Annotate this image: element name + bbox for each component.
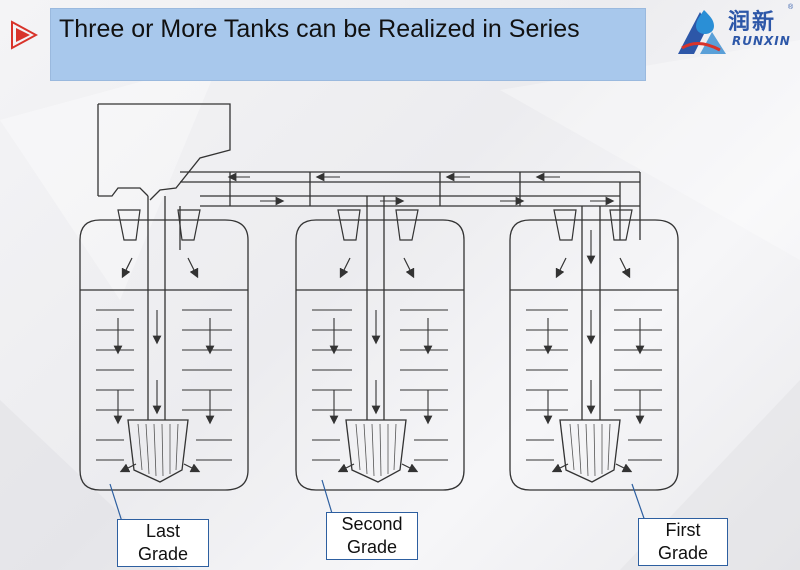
liquid-level-lines (96, 309, 662, 461)
tank-last-grade (79, 196, 249, 491)
feed-inlet-box (97, 103, 231, 201)
logo-registered-mark: ® (788, 4, 794, 11)
tank-second-grade (295, 196, 465, 491)
label-second-grade-line2: Grade (346, 537, 398, 557)
label-last-grade-line1: Last (145, 521, 181, 541)
inlet-nozzles (117, 209, 633, 241)
play-arrow-icon (11, 20, 38, 50)
label-first-grade-line1: First (665, 520, 701, 540)
logo-english-text: RUNXIN (732, 34, 791, 48)
slide-title: Three or More Tanks can be Realized in S… (59, 15, 580, 43)
label-first-grade-line2: Grade (657, 543, 709, 563)
header-flow-arrows (227, 172, 615, 206)
label-last-grade: Last Grade (117, 519, 209, 567)
spray-arrows (119, 257, 633, 473)
downward-flow-arrows (113, 230, 645, 425)
label-last-grade-line2: Grade (137, 544, 189, 564)
header-pipe (180, 171, 641, 207)
title-bar: Three or More Tanks can be Realized in S… (50, 8, 646, 81)
tank-first-grade (509, 182, 679, 491)
logo-chinese-text: 润新 (728, 9, 777, 35)
label-first-grade: First Grade (638, 518, 728, 566)
strainer-screens (137, 423, 611, 477)
label-second-grade-line1: Second (341, 514, 403, 534)
company-logo: 润新 ® RUNXIN (674, 4, 796, 60)
label-second-grade: Second Grade (326, 512, 418, 560)
logo-mark-icon (678, 10, 726, 54)
